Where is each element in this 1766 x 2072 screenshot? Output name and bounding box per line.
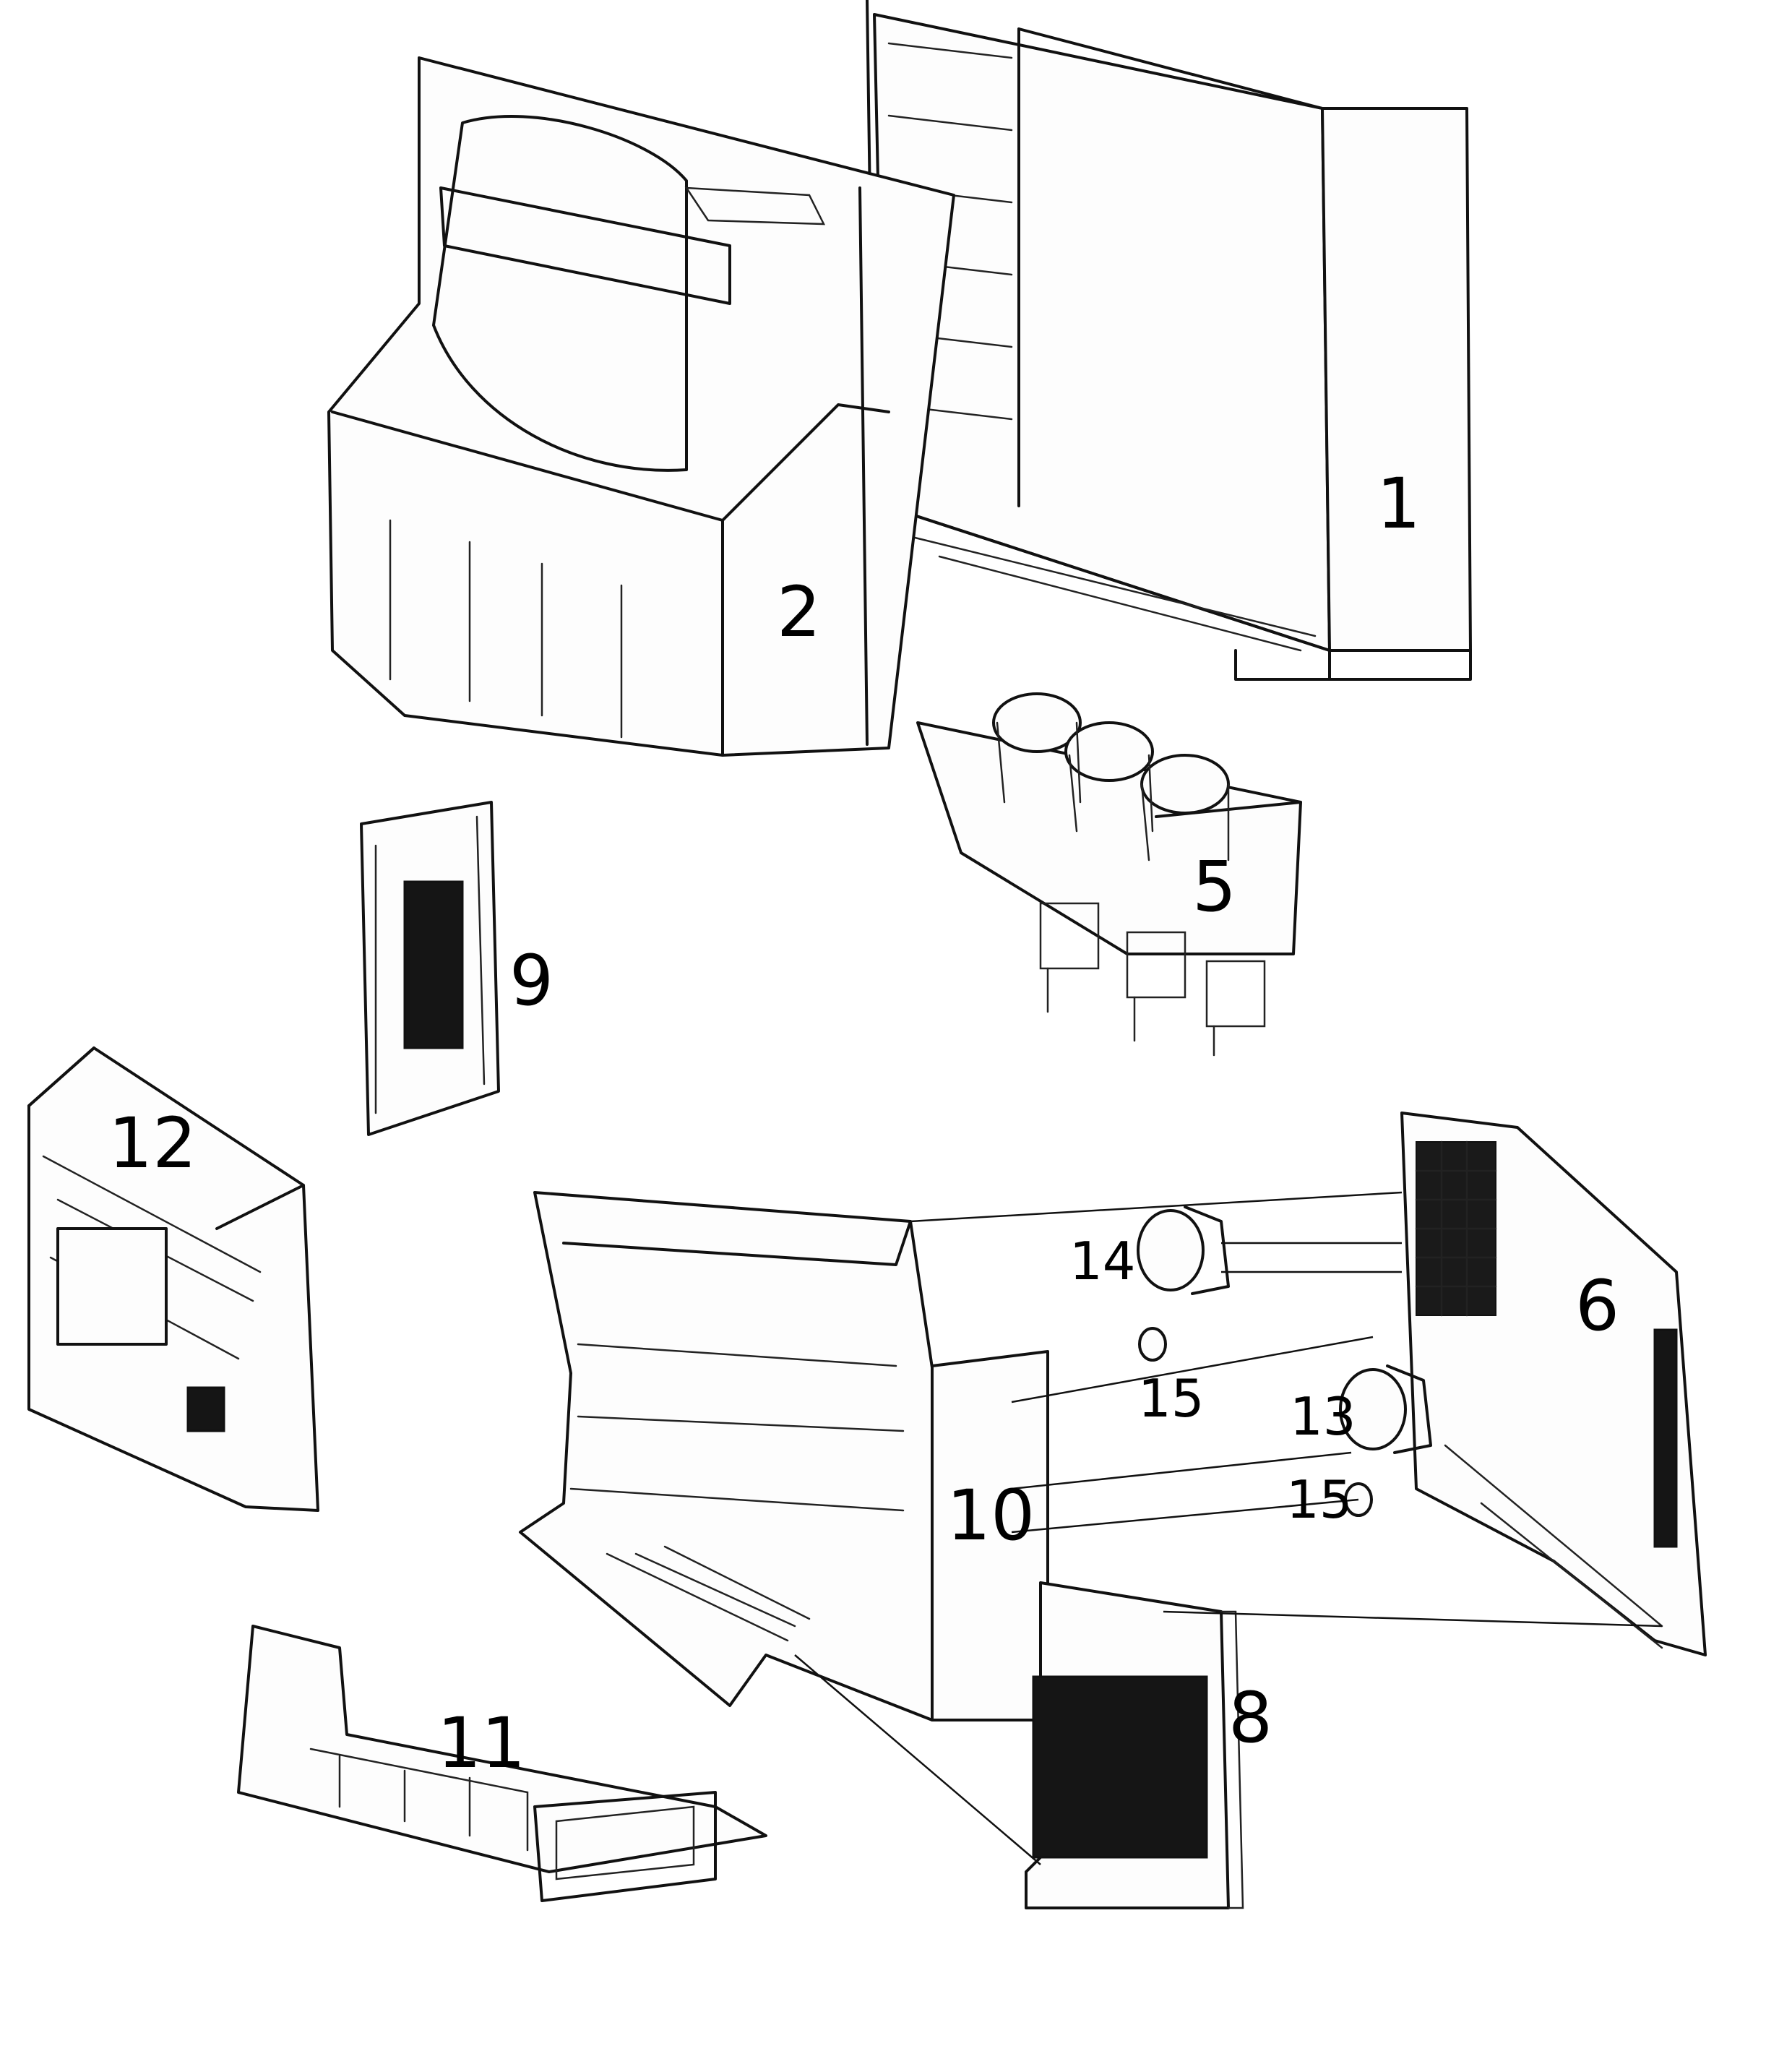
speaker-13: [1339, 1364, 1432, 1454]
part-8-speaker-grille: [1025, 1581, 1244, 1909]
part-5-neck-board: [916, 692, 1302, 1057]
part-11-bottom-frame: [237, 1625, 767, 1902]
callout-part-10: 10: [947, 1475, 1035, 1556]
callout-part-6: 6: [1575, 1265, 1619, 1346]
callout-part-11: 11: [437, 1703, 525, 1784]
callout-part-1: 1: [1377, 463, 1421, 544]
speaker-14: [1137, 1205, 1230, 1295]
nut-15-upper: [1138, 1327, 1167, 1362]
part-12-side-cover: [27, 1046, 319, 1512]
callout-part-5: 5: [1192, 846, 1236, 927]
callout-labels: 1 2 5 6 8 9 10 11 12 13 14 15 15: [108, 463, 1619, 1784]
callout-part-14: 14: [1069, 1231, 1136, 1291]
callout-part-8: 8: [1228, 1677, 1272, 1758]
callout-part-9: 9: [509, 940, 554, 1021]
callout-part-2: 2: [777, 572, 821, 653]
leader-lines: [794, 1191, 1663, 1865]
callout-part-15-upper: 15: [1138, 1368, 1205, 1429]
callout-part-15-lower: 15: [1286, 1469, 1353, 1530]
part-9-side-panel: [360, 801, 500, 1136]
callout-part-12: 12: [108, 1103, 197, 1184]
part-1-cabinet-box: [866, 0, 1472, 681]
part-2-front-bezel: [327, 56, 955, 757]
callout-part-13: 13: [1290, 1386, 1356, 1447]
part-10-main-chassis: [519, 1191, 1049, 1721]
part-6-speaker-panel: [1400, 1112, 1707, 1656]
